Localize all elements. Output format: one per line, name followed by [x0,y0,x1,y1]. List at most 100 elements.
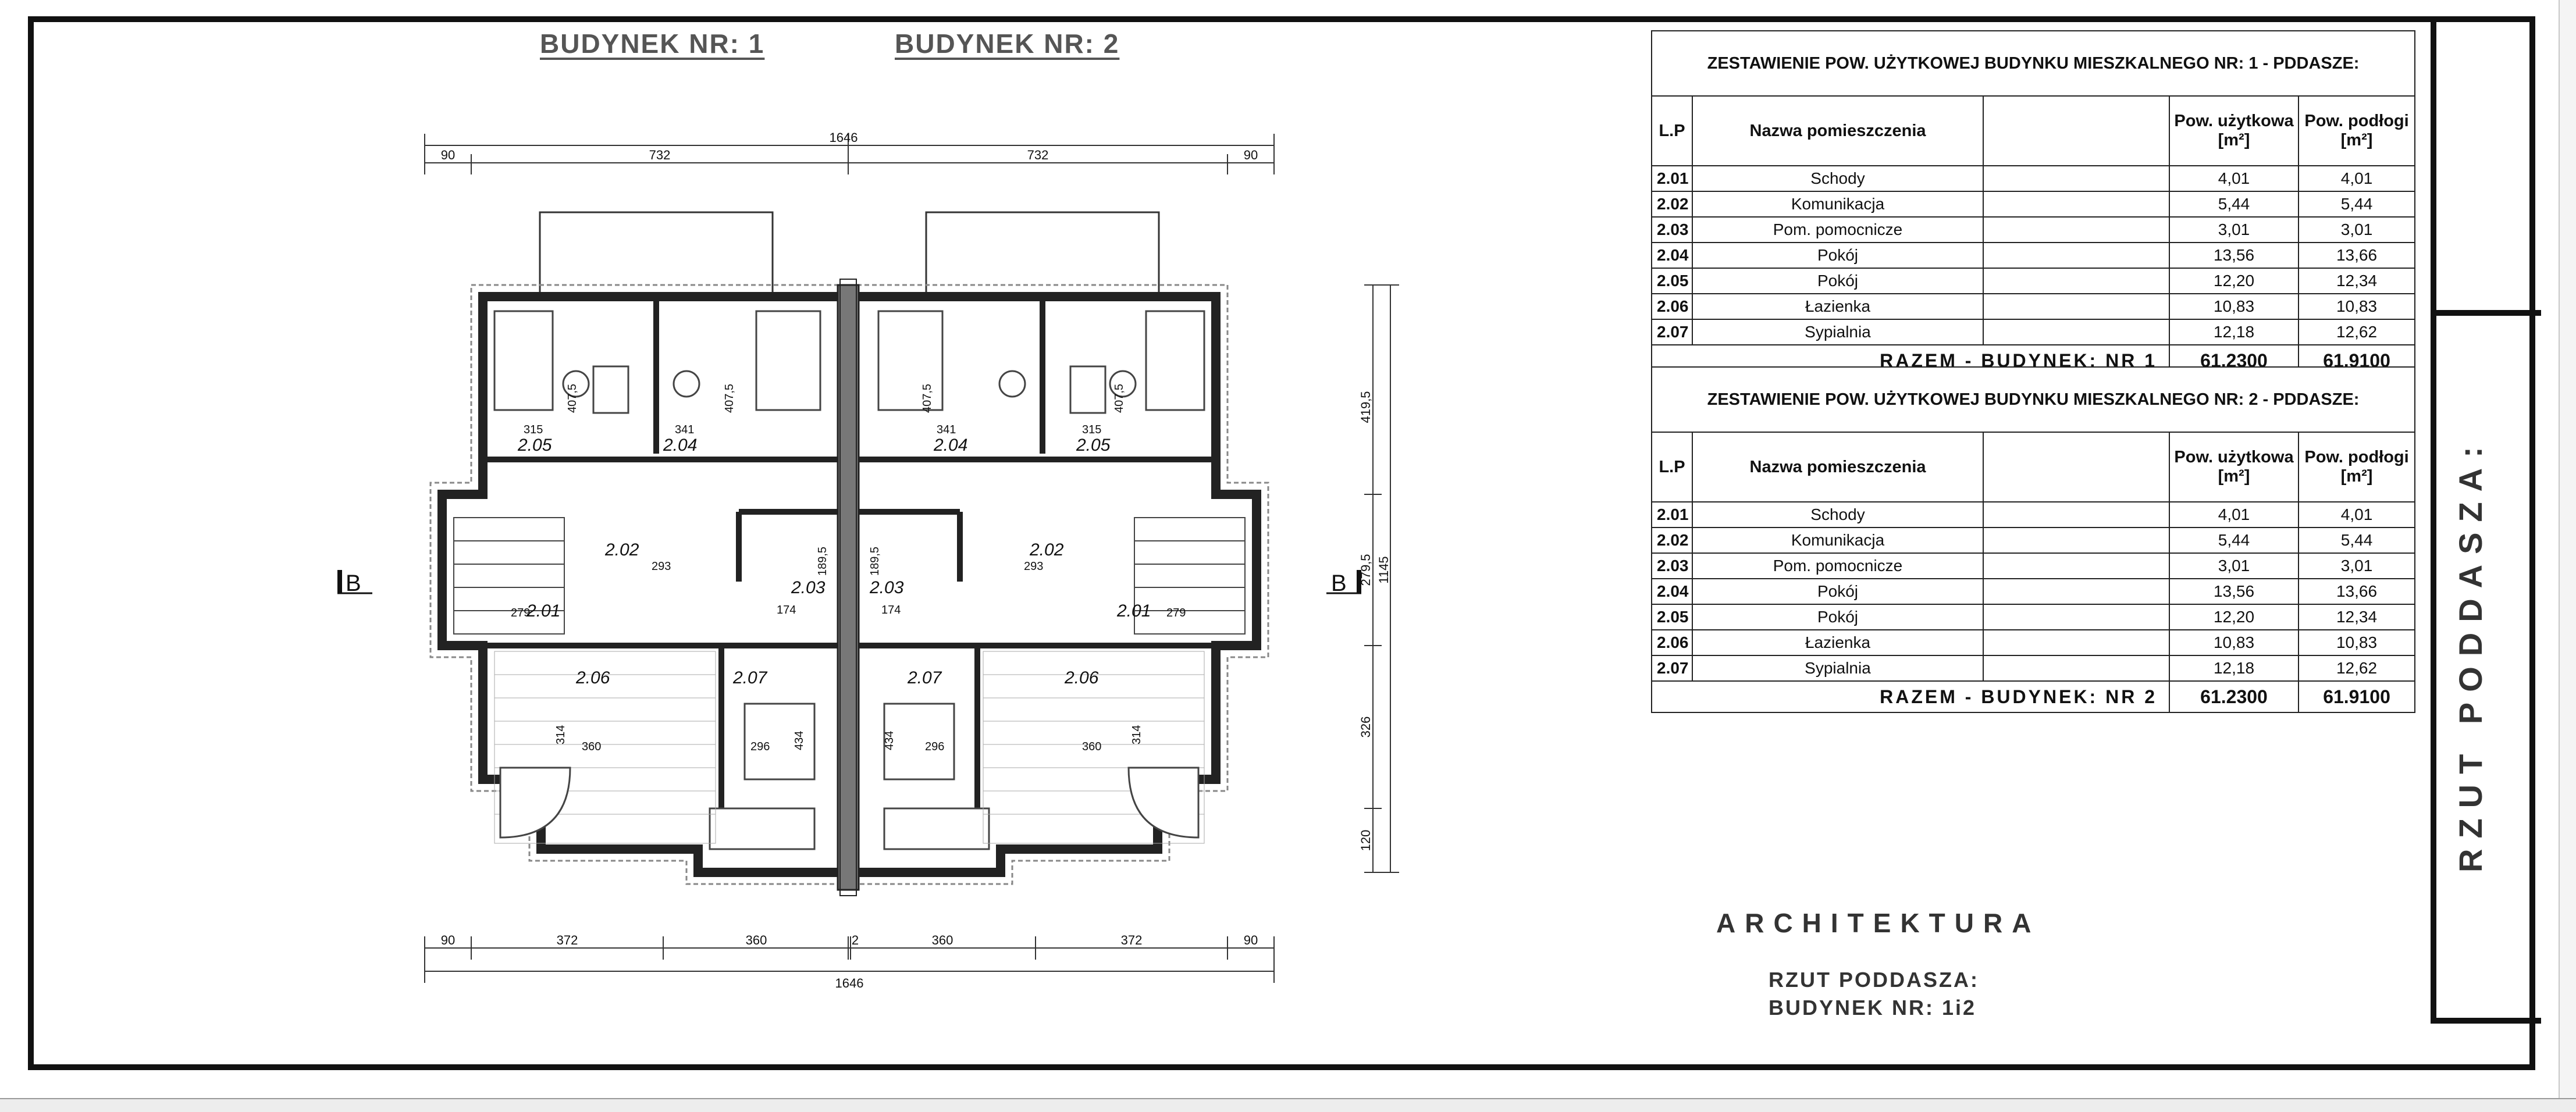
outer-walls [437,292,1261,877]
top-dim-d: 90 [1244,148,1258,162]
dim-4075-a-right: 407,5 [921,384,934,413]
room-label-206-right: 2.06 [1064,668,1099,687]
party-wall [837,284,860,891]
drawing-frame [28,16,2535,1070]
table-2-total-floor: 61.9100 [2297,680,2416,713]
area-table-building-1: ZESTAWIENIE POW. UŻYTKOWEJ BUDYNKU MIESZ… [1650,30,2416,377]
drawing-subtitle-line-1: RZUT PODDASZA: [1769,968,1979,992]
table-2-total-usable: 61.2300 [2169,680,2299,713]
top-dim-b: 732 [649,148,671,162]
dim-314-left: 314 [554,725,567,744]
table-1-caption: ZESTAWIENIE POW. UŻYTKOWEJ BUDYNKU MIESZ… [1650,30,2416,97]
room-label-205-left: 2.05 [517,436,552,455]
bottom-dim-f: 372 [1121,933,1143,947]
table-2-total-label: RAZEM - BUDYNEK: NR 2 [1651,680,2170,713]
room-label-206-left: 2.06 [575,668,610,687]
right-dim-d: 120 [1358,830,1373,851]
table-1-header-name: Nazwa pomieszczenia [1692,95,1984,166]
dim-293-right: 293 [1024,560,1043,573]
section-label-right: B [1331,571,1347,596]
room-labels-left: 2.05 2.04 2.02 2.03 2.01 2.06 2.07 [517,436,826,687]
top-dim-a: 90 [441,148,455,162]
right-dim-b: 279,5 [1358,554,1373,586]
furniture [493,310,1205,850]
stairs [453,517,1246,635]
bathroom-tiles [494,651,1205,844]
section-label-left: B [346,571,361,596]
room-label-203-left: 2.03 [791,578,826,597]
table-2-header-blank [1983,432,2170,502]
dim-360-left: 360 [582,740,601,753]
dim-434-right: 434 [883,731,896,750]
table-1-header-lp: L.P [1651,95,1693,166]
dim-296-left: 296 [750,740,770,753]
dim-1895-left: 189,5 [816,547,829,576]
table-2-header-floor: Pow. podłogi [m²] [2297,432,2416,502]
top-dim-c: 732 [1027,148,1049,162]
right-dimension-chain [1364,284,1399,873]
building-2-heading: BUDYNEK NR: 2 [895,28,1120,59]
architecture-label: ARCHITEKTURA [1716,908,2041,938]
title-block-divider [2436,310,2541,316]
room-label-202-right: 2.02 [1029,540,1064,559]
dim-293-left: 293 [652,560,671,573]
bottom-dim-b: 372 [557,933,578,947]
right-dim-c: 326 [1358,717,1373,738]
chimney-shaft [839,279,857,896]
room-label-201-right: 2.01 [1116,601,1151,621]
dim-315-left: 315 [524,423,543,436]
bottom-dim-g: 90 [1244,933,1258,947]
dim-4075-b-left: 407,5 [723,384,736,413]
room-label-207-right: 2.07 [907,668,942,687]
room-dimensions-left: 315 407,5 341 407,5 293 189,5 174 279 31… [511,384,829,753]
dim-296-right: 296 [925,740,944,753]
dim-341-right: 341 [937,423,956,436]
bottom-dimension-chain [424,936,1275,983]
outer-wall-insulation [429,284,1269,885]
table-1-header-floor: Pow. podłogi [m²] [2297,95,2416,166]
dim-341-left: 341 [675,423,694,436]
top-dim-total: 1646 [830,130,858,145]
bottom-scroll-strip [0,1098,2576,1112]
table-2-total-row: RAZEM - BUDYNEK: NR 2 61.2300 61.9100 [1651,680,2416,713]
table-2-header-usable: Pow. użytkowa [m²] [2169,432,2299,502]
room-label-203-right: 2.03 [869,578,904,597]
interior-walls [483,297,1216,849]
floor-plan: 1646 90 732 732 90 [337,130,1399,990]
dim-279-left: 279 [511,607,530,619]
dim-360-right: 360 [1082,740,1101,753]
bathtubs [499,767,1200,839]
bottom-dim-c: 360 [746,933,767,947]
right-dim-total: 1145 [1376,556,1391,583]
room-label-205-right: 2.05 [1076,436,1111,455]
balconies [539,211,1160,295]
room-label-202-left: 2.02 [604,540,639,559]
title-block [2431,16,2541,1024]
dim-1895-right: 189,5 [869,547,881,576]
room-dimensions-right: 407,5 341 315 407,5 293 189,5 174 279 31… [869,384,1186,753]
room-labels-right: 2.04 2.05 2.02 2.03 2.01 2.06 2.07 [869,436,1151,687]
page-edge [2559,0,2576,1098]
dim-314-right: 314 [1130,725,1143,744]
building-1-heading: BUDYNEK NR: 1 [540,28,765,59]
room-label-204-left: 2.04 [663,436,697,455]
room-label-207-left: 2.07 [732,668,768,687]
top-dimension-chain [424,134,1275,174]
dim-4075-a-left: 407,5 [566,384,579,413]
room-label-201-left: 2.01 [526,601,560,621]
bottom-dim-e: 360 [932,933,953,947]
